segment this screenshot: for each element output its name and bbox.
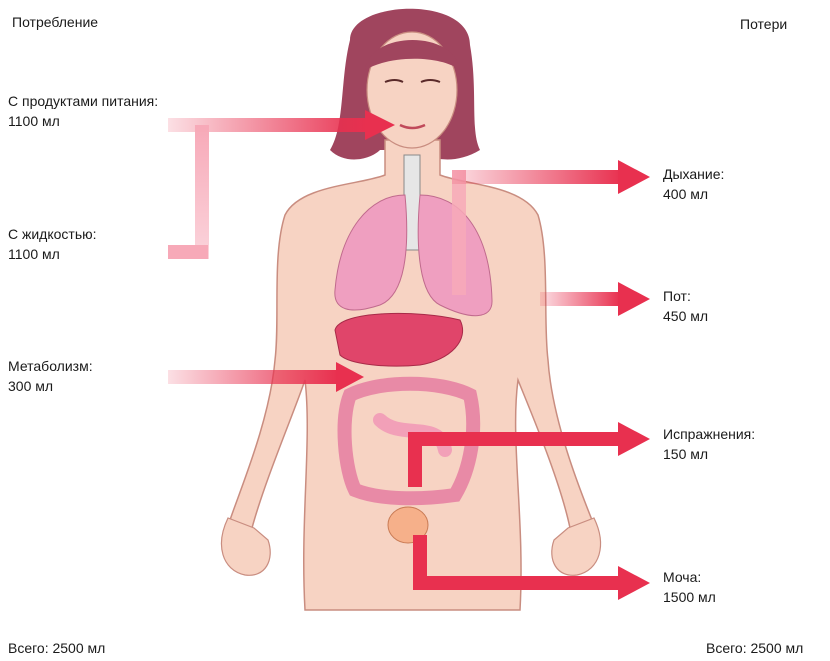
loss-sweat-arrow <box>540 282 650 316</box>
intake-fluid-label: С жидкостью: 1100 мл <box>8 224 97 265</box>
intake-metabolism-label: Метаболизм: 300 мл <box>8 356 93 397</box>
intake-fluid-amount: 1100 мл <box>8 244 97 264</box>
loss-feces-amount: 150 мл <box>663 444 755 464</box>
intake-food-name: С продуктами питания: <box>8 91 158 111</box>
loss-urine-name: Моча: <box>663 567 716 587</box>
loss-breath-amount: 400 мл <box>663 184 724 204</box>
loss-sweat-label: Пот: 450 мл <box>663 286 708 327</box>
loss-sweat-name: Пот: <box>663 286 708 306</box>
loss-urine-label: Моча: 1500 мл <box>663 567 716 608</box>
loss-feces-label: Испражнения: 150 мл <box>663 424 755 465</box>
intake-total: Всего: 2500 мл <box>8 640 105 656</box>
intake-metabolism-name: Метаболизм: <box>8 356 93 376</box>
intake-heading: Потребление <box>12 14 98 30</box>
loss-sweat-amount: 450 мл <box>663 306 708 326</box>
loss-urine-amount: 1500 мл <box>663 587 716 607</box>
loss-breath-name: Дыхание: <box>663 164 724 184</box>
intake-food-label: С продуктами питания: 1100 мл <box>8 91 158 132</box>
losses-total: Всего: 2500 мл <box>706 640 803 656</box>
loss-breath-label: Дыхание: 400 мл <box>663 164 724 205</box>
intake-metabolism-amount: 300 мл <box>8 376 93 396</box>
intake-fluid-name: С жидкостью: <box>8 224 97 244</box>
intake-fluid-arrow <box>168 125 209 259</box>
loss-feces-name: Испражнения: <box>663 424 755 444</box>
losses-heading: Потери <box>740 16 787 32</box>
intake-food-amount: 1100 мл <box>8 111 158 131</box>
